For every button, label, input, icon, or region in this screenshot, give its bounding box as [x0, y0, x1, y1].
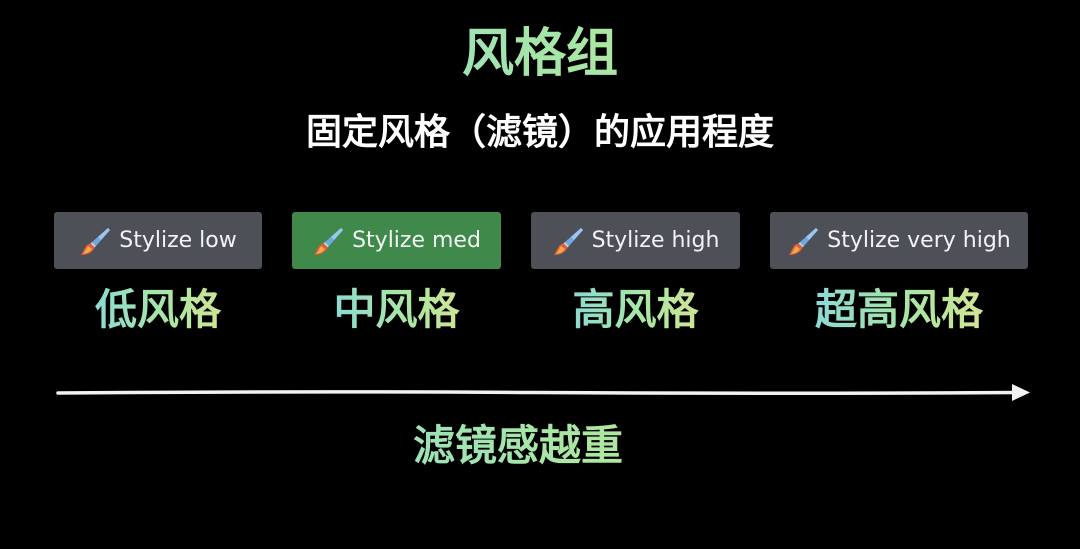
- page-title: 风格组: [0, 22, 1080, 86]
- paintbrush-icon: [787, 225, 819, 257]
- level-high-label: 高风格: [531, 282, 740, 338]
- intensity-arrow: [56, 384, 1030, 401]
- axis-caption: 滤镜感越重: [0, 418, 1036, 474]
- paintbrush-icon: [312, 225, 344, 257]
- page-subtitle: 固定风格（滤镜）的应用程度: [305, 111, 774, 153]
- stylize-low-button[interactable]: Stylize low: [54, 212, 262, 269]
- stylize-very-high-label: Stylize very high: [827, 228, 1011, 253]
- stylize-high-label: Stylize high: [591, 228, 720, 253]
- level-med-label: 中风格: [292, 282, 501, 338]
- stylize-very-high-button[interactable]: Stylize very high: [770, 212, 1028, 269]
- level-very-high-label: 超高风格: [770, 282, 1028, 338]
- stylize-high-button[interactable]: Stylize high: [531, 212, 740, 269]
- stylize-low-label: Stylize low: [119, 228, 237, 253]
- paintbrush-icon: [79, 225, 111, 257]
- stylize-med-button[interactable]: Stylize med: [292, 212, 501, 269]
- paintbrush-icon: [552, 225, 584, 257]
- level-low-label: 低风格: [54, 282, 262, 338]
- stylize-med-label: Stylize med: [352, 228, 481, 253]
